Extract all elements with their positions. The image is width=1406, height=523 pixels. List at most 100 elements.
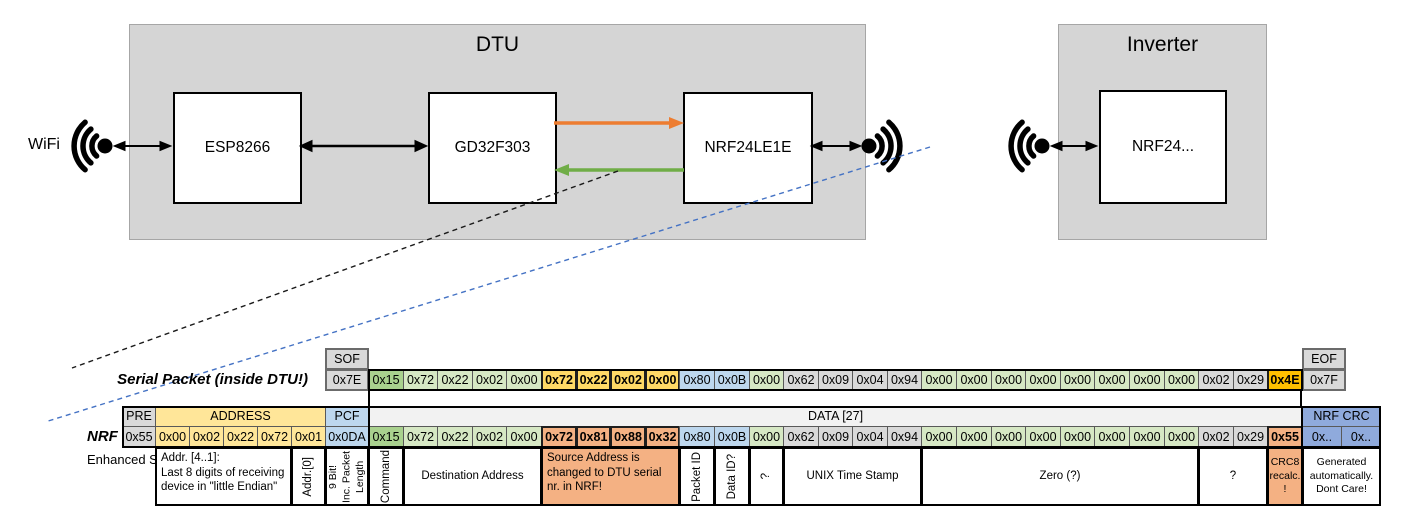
serial-byte-cell: 0x00 [645, 369, 680, 391]
address-byte-cell: 0x02 [189, 426, 224, 448]
annotation-data-id: Data ID? [714, 447, 750, 506]
nrf-byte-cell: 0x81 [576, 426, 611, 448]
inverter-container-box: Inverter [1058, 24, 1267, 240]
serial-byte-cell: 0x00 [749, 369, 784, 391]
annotation-src-address: Source Address is changed to DTU serial … [541, 447, 680, 506]
nrf-byte-cell: 0x00 [1094, 426, 1130, 448]
serial-byte-cell: 0x22 [576, 369, 611, 391]
nrf-byte-cell: 0x94 [887, 426, 922, 448]
nrf-byte-cell: 0x00 [1129, 426, 1165, 448]
serial-byte-cell: 0x80 [679, 369, 715, 391]
nrf-byte-cell: 0x00 [921, 426, 957, 448]
nrf-byte-cell: 0x00 [991, 426, 1026, 448]
pcf-value: 0x0DA [325, 426, 369, 448]
serial-byte-cell: 0x00 [956, 369, 992, 391]
nrf-byte-cell: 0x15 [368, 426, 404, 448]
wifi-icon-inverter-left [1008, 119, 1050, 173]
wifi-icon-dtu-left [71, 119, 113, 173]
serial-byte-cell: 0x00 [506, 369, 542, 391]
nrf-crc-byte-cell: 0x.. [1302, 426, 1342, 448]
address-byte-cell: 0x22 [223, 426, 258, 448]
nrf-byte-cell: 0x29 [1233, 426, 1268, 448]
nrf-byte-cell: 0x00 [749, 426, 784, 448]
wifi-icon-dtu-right [861, 119, 903, 173]
sof-value: 0x7E [325, 369, 369, 391]
dtu-title: DTU [475, 33, 520, 56]
pre-header: PRE [122, 406, 156, 427]
annotation-pcf-note-text: 9 Bit! Inc. Packet Length [326, 450, 366, 503]
serial-byte-cell: 0x09 [818, 369, 853, 391]
nrf-byte-cell: 0x72 [541, 426, 577, 448]
annotation-addr-0: Addr.[0] [291, 447, 326, 506]
serial-byte-cell: 0x04 [852, 369, 888, 391]
nrf-byte-cell: 0x00 [506, 426, 542, 448]
nrf-byte-cell: 0x80 [679, 426, 715, 448]
annotation-zero: Zero (?) [921, 447, 1199, 506]
annotation-packet-id-text: Packet ID [690, 451, 703, 502]
serial-byte-cell: 0x02 [472, 369, 507, 391]
wifi-label: WiFi [28, 136, 60, 153]
annotation-pcf-note: 9 Bit! Inc. Packet Length [325, 447, 369, 506]
serial-byte-cell: 0x29 [1233, 369, 1268, 391]
sof-header: SOF [325, 348, 369, 370]
annotation-command: Command [368, 447, 404, 506]
annotation-unknown-2: ? [1198, 447, 1268, 506]
nrf-byte-cell: 0x00 [1164, 426, 1199, 448]
serial-packet-label: Serial Packet (inside DTU!) [117, 371, 308, 388]
inverter-title: Inverter [1126, 33, 1199, 56]
nrf-crc-byte-cell: 0x.. [1341, 426, 1381, 448]
annotation-dest-address: Destination Address [403, 447, 542, 506]
nrf-byte-cell: 0x09 [818, 426, 853, 448]
esp8266-box: ESP8266 [173, 92, 302, 204]
nrf-byte-cell: 0x02 [472, 426, 507, 448]
nrf-byte-cell: 0x0B [714, 426, 750, 448]
serial-byte-cell: 0x00 [921, 369, 957, 391]
pre-value: 0x55 [122, 426, 156, 448]
serial-byte-cell: 0x00 [1164, 369, 1199, 391]
serial-byte-cell: 0x00 [1129, 369, 1165, 391]
annotation-unknown-1: ? [749, 447, 784, 506]
serial-byte-cell: 0x22 [437, 369, 473, 391]
address-byte-cell: 0x72 [257, 426, 292, 448]
data-header: DATA [27] [368, 406, 1303, 427]
serial-byte-cell: 0x15 [368, 369, 404, 391]
eof-value: 0x7F [1302, 369, 1346, 391]
nrf-byte-cell: 0x88 [610, 426, 646, 448]
serial-byte-cell: 0x62 [783, 369, 819, 391]
nrf-byte-cell: 0x02 [1198, 426, 1234, 448]
annotation-unix-timestamp: UNIX Time Stamp [783, 447, 922, 506]
serial-byte-cell: 0x00 [1094, 369, 1130, 391]
inverter-nrf24-box: NRF24... [1099, 90, 1227, 204]
annotation-command-text: Command [379, 449, 392, 504]
serial-byte-cell: 0x4E [1267, 369, 1303, 391]
annotation-data-id-text: Data ID? [725, 453, 738, 500]
serial-byte-cell: 0x94 [887, 369, 922, 391]
serial-byte-cell: 0x00 [1060, 369, 1095, 391]
serial-byte-cell: 0x02 [610, 369, 646, 391]
gd32f303-box: GD32F303 [428, 92, 557, 204]
nrf-byte-cell: 0x55 [1267, 426, 1303, 448]
serial-byte-cell: 0x72 [403, 369, 438, 391]
nrf-byte-cell: 0x04 [852, 426, 888, 448]
serial-byte-cell: 0x0B [714, 369, 750, 391]
annotation-unknown-1-text: ? [760, 473, 773, 480]
nrf-byte-cell: 0x62 [783, 426, 819, 448]
nrf-byte-cell: 0x00 [1025, 426, 1061, 448]
nrf-byte-cell: 0x32 [645, 426, 680, 448]
annotation-addr-0-text: Addr.[0] [302, 456, 315, 497]
serial-byte-cell: 0x00 [1025, 369, 1061, 391]
serial-byte-cell: 0x00 [991, 369, 1026, 391]
nrf-byte-cell: 0x00 [956, 426, 992, 448]
address-byte-cell: 0x01 [291, 426, 326, 448]
nrf-crc-header: NRF CRC [1302, 406, 1381, 427]
pcf-header: PCF [325, 406, 369, 427]
annotation-generated: Generated automatically. Dont Care! [1302, 447, 1381, 506]
annotation-packet-id: Packet ID [679, 447, 715, 506]
address-byte-cell: 0x00 [155, 426, 190, 448]
nrf24le1e-box: NRF24LE1E [683, 92, 813, 204]
serial-byte-cell: 0x02 [1198, 369, 1234, 391]
annotation-addr-4-1: Addr. [4..1]: Last 8 digits of receiving… [155, 447, 292, 506]
nrf-byte-cell: 0x22 [437, 426, 473, 448]
eof-header: EOF [1302, 348, 1346, 370]
